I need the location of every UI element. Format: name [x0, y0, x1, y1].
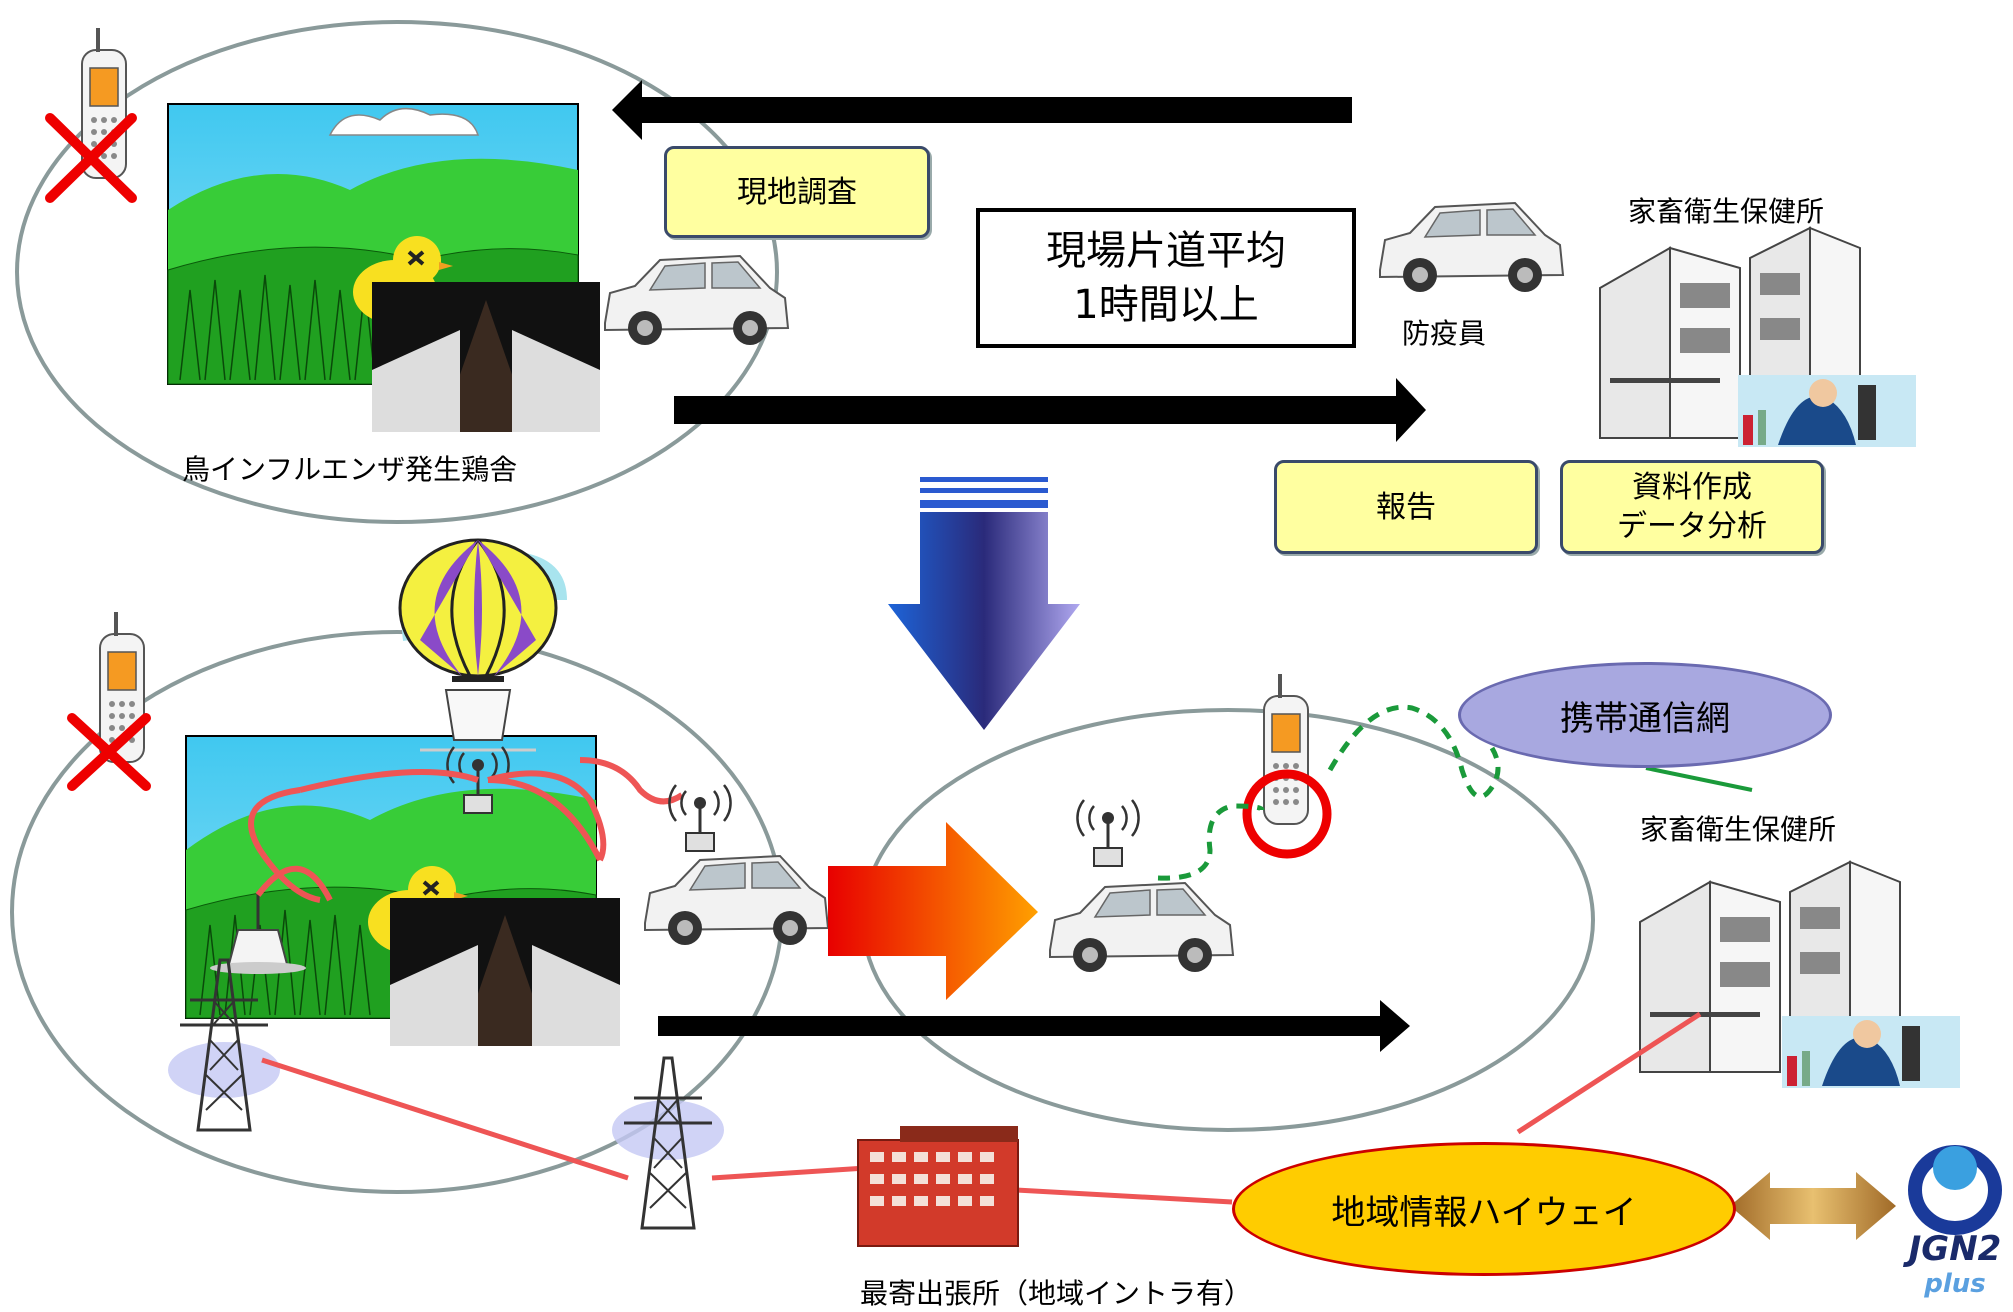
no-signal-x-icon-bottom — [67, 713, 151, 791]
poultry-house-photo-bottom — [390, 898, 620, 1046]
car-icon-top-site — [604, 255, 789, 346]
wired-link-highway-to-office — [1516, 1011, 1702, 1135]
scientist-icon-top — [1738, 375, 1916, 447]
jgn-logo-subtext: plus — [1923, 1269, 1986, 1299]
travel-time-box: 現場片道平均 1時間以上 — [976, 208, 1356, 348]
mobile-network-label: 携帯通信網 — [1560, 698, 1730, 739]
branch-office-label: 最寄出張所（地域イントラ有） — [860, 1277, 1253, 1310]
phone-bottom-center-icon — [1242, 673, 1332, 859]
travel-time-line2: 1時間以上 — [1073, 282, 1259, 328]
car-icon-inspector — [1379, 202, 1564, 293]
mobile-link-phone-to-network — [1327, 704, 1501, 800]
arrow-to-office-bottom — [658, 1000, 1410, 1052]
relay-car-icon-right — [1049, 882, 1234, 973]
no-signal-x-icon-top — [45, 113, 137, 203]
wired-link-tower-to-branch — [711, 1165, 867, 1181]
jgn2plus-logo: JGN2 plus — [1903, 1145, 2002, 1299]
wired-link-towers — [261, 1057, 629, 1181]
travel-time-line1: 現場片道平均 — [1046, 228, 1286, 274]
arrow-to-office-top — [674, 378, 1426, 442]
ground-relay-antenna-icon — [210, 893, 306, 974]
field-survey-box: 現地調査 — [664, 146, 930, 238]
office-label-bottom: 家畜衛生保健所 — [1640, 813, 1837, 846]
bidirectional-link-arrow — [1730, 1172, 1896, 1240]
regional-highway-label: 地域情報ハイウェイ — [1331, 1192, 1637, 1233]
balloon-relay-icon — [398, 538, 567, 752]
inspector-label: 防疫員 — [1402, 317, 1487, 350]
phone-bottom-left-icon — [67, 611, 151, 791]
branch-office-building-icon — [857, 1126, 1019, 1247]
analysis-line1: 資料作成 — [1632, 470, 1752, 505]
top-site-ellipse — [15, 20, 779, 524]
office-label-top: 家畜衛生保健所 — [1628, 195, 1825, 228]
transmission-tower-icon-center — [612, 1056, 724, 1230]
jgn-logo-text: JGN2 — [1903, 1229, 2002, 1269]
scientist-icon-bottom — [1782, 1016, 1960, 1088]
phone-top-icon — [45, 27, 137, 203]
transmission-tower-icon-left — [168, 958, 280, 1132]
mobile-network-to-office-line — [1645, 766, 1753, 792]
report-label: 報告 — [1376, 489, 1436, 525]
field-survey-label: 現地調査 — [737, 174, 857, 210]
signal-ok-circle-icon — [1242, 769, 1332, 859]
mobile-link-car-to-phone — [1157, 803, 1265, 881]
regional-highway-oval: 地域情報ハイウェイ — [1232, 1142, 1736, 1276]
transition-down-arrow — [888, 477, 1080, 730]
wireless-link-balloon-to-car — [487, 770, 607, 862]
analysis-line2: データ分析 — [1617, 509, 1767, 544]
wired-link-branch-to-highway — [1015, 1187, 1233, 1205]
mobile-network-oval: 携帯通信網 — [1458, 662, 1832, 768]
relay-car-icon-left — [644, 855, 829, 946]
arrow-to-site — [612, 80, 1352, 140]
report-box: 報告 — [1274, 460, 1538, 554]
wireless-link-balloon-to-ground — [248, 769, 479, 903]
analysis-box: 資料作成 データ分析 — [1560, 460, 1824, 554]
car-move-arrow — [828, 822, 1038, 1000]
antenna-icon-car-right — [1075, 798, 1141, 868]
poultry-house-label: 鳥インフルエンザ発生鶏舎 — [182, 453, 518, 486]
poultry-house-photo-top — [372, 282, 600, 432]
